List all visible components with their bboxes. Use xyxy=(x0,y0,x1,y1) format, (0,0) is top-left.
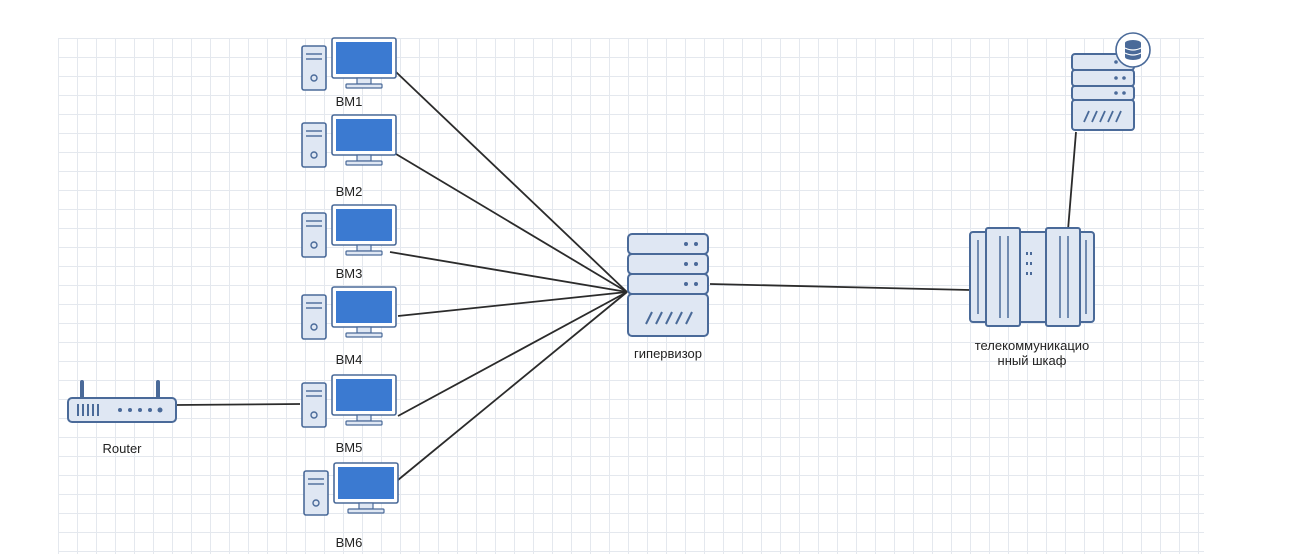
vm6-computer-icon[interactable] xyxy=(303,462,399,516)
edge-vm1-hypervisor xyxy=(395,71,628,293)
vm1-label: BM1 xyxy=(335,94,363,109)
edge-vm3-hypervisor xyxy=(389,251,628,293)
connections xyxy=(175,71,1077,481)
edge-router-vm5 xyxy=(175,403,301,406)
rack-cabinet-icon[interactable] xyxy=(969,227,1095,327)
rack-label-line1: телекоммуникацио xyxy=(974,338,1090,353)
vm2-label: BM2 xyxy=(335,184,363,199)
vm4-computer-icon[interactable] xyxy=(301,286,397,340)
edge-vm6-hypervisor xyxy=(397,291,628,481)
database-server-icon[interactable] xyxy=(1071,32,1151,131)
edge-vm4-hypervisor xyxy=(397,291,628,317)
edge-rack-dbserver xyxy=(1067,131,1077,231)
vm1-computer-icon[interactable] xyxy=(301,37,397,91)
router-icon[interactable] xyxy=(67,380,177,423)
vm3-label: BM3 xyxy=(335,266,363,281)
edge-hypervisor-rack xyxy=(709,283,971,291)
database-icon xyxy=(1124,40,1142,60)
vm2-computer-icon[interactable] xyxy=(301,114,397,168)
rack-label: телекоммуникацио нный шкаф xyxy=(975,338,1090,368)
edge-vm5-hypervisor xyxy=(397,291,628,417)
vm5-label: BM5 xyxy=(335,440,363,455)
rack-label-line2: нный шкаф xyxy=(997,353,1067,368)
vm5-computer-icon[interactable] xyxy=(301,374,397,428)
vm4-label: BM4 xyxy=(335,352,363,367)
router-label: Router xyxy=(102,441,142,456)
vm6-label: BM6 xyxy=(335,535,363,550)
hypervisor-server-icon[interactable] xyxy=(627,233,709,337)
edge-vm2-hypervisor xyxy=(395,153,628,293)
hypervisor-label: гипервизор xyxy=(634,346,702,361)
vm3-computer-icon[interactable] xyxy=(301,204,397,258)
